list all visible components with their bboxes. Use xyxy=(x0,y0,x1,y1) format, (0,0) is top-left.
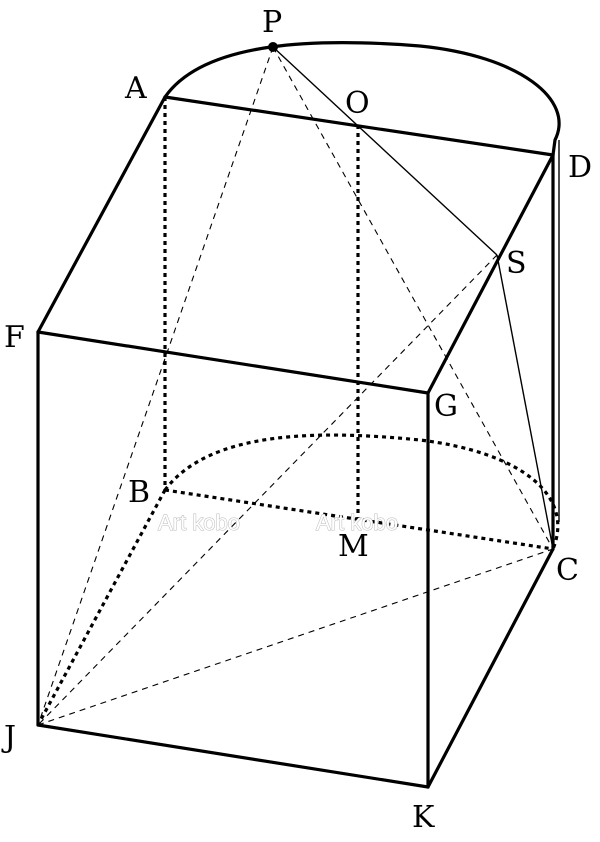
label-G: G xyxy=(434,389,458,424)
label-J: J xyxy=(1,720,16,755)
label-M: M xyxy=(338,529,369,564)
watermark-left: Art kobo xyxy=(158,510,240,535)
construction-lines xyxy=(37,46,554,726)
label-K: K xyxy=(412,800,435,835)
hidden-edge-B-C xyxy=(164,488,554,551)
edge-F-G xyxy=(36,330,430,395)
label-A: A xyxy=(124,71,147,106)
watermark-right: Art kobo xyxy=(316,510,398,535)
edge-K-C xyxy=(426,547,555,789)
edge-A-F xyxy=(36,95,167,334)
label-D: D xyxy=(568,150,592,185)
line-S-C xyxy=(496,254,554,550)
line-J-C xyxy=(37,548,554,726)
edge-J-K xyxy=(36,723,430,789)
label-P: P xyxy=(262,5,282,40)
edge-G-D xyxy=(426,153,555,395)
line-P-J xyxy=(37,46,274,726)
line-P-S xyxy=(272,46,498,256)
label-S: S xyxy=(506,246,527,281)
top-semicircle-arc xyxy=(163,41,561,157)
label-B: B xyxy=(128,475,150,510)
thin-lines xyxy=(272,46,554,550)
hidden-edge-B-J xyxy=(36,489,167,726)
label-O: O xyxy=(345,86,370,121)
label-C: C xyxy=(556,553,579,588)
hidden-bold-edges xyxy=(36,97,560,726)
hidden-bottom-arc xyxy=(163,433,560,550)
point-labels: P A O D S F G B M C J K xyxy=(1,5,592,835)
label-F: F xyxy=(4,320,25,355)
solid-edges xyxy=(36,41,561,789)
point-P-dot xyxy=(268,42,278,52)
line-P-C xyxy=(272,46,554,550)
